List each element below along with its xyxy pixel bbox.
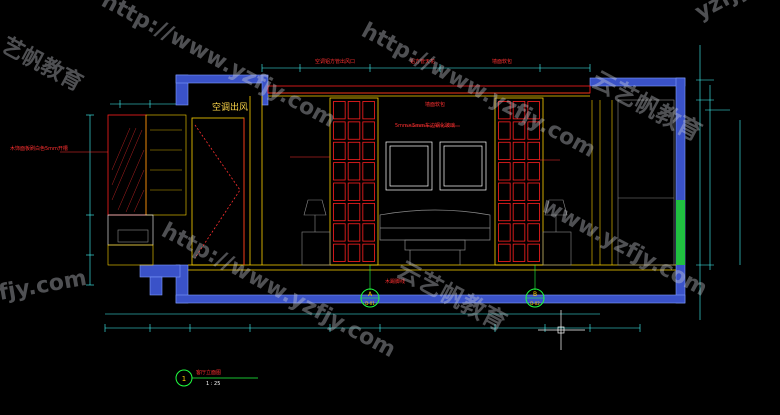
lattice-cell <box>498 243 511 262</box>
center-label-2: 5mm×5mm车边钢化玻璃 <box>395 122 455 129</box>
lattice-cell <box>333 243 346 262</box>
room-label: 空调出风 <box>212 101 248 113</box>
lattice-cell <box>512 223 526 242</box>
lattice-cell <box>362 141 375 161</box>
lattice-cell <box>362 101 375 120</box>
top-label-2: 铝方管天花 <box>410 58 435 65</box>
top-dimension-chain <box>110 64 591 108</box>
drawing-scale: 1 : 25 <box>206 381 220 387</box>
svg-text:http://www.yzfjy.com: http://www.yzfjy.com <box>97 0 339 133</box>
title-block: 1 客厅立面图 1 : 25 <box>175 369 258 387</box>
svg-text:yzfjy: yzfjy <box>691 0 754 25</box>
top-label-3: 墙面软包 <box>492 58 512 65</box>
lattice-cell <box>512 121 526 140</box>
section-marker-a: A D-01 <box>360 265 380 308</box>
lattice-cell <box>527 202 540 222</box>
bottom-dimension-chain <box>104 313 641 332</box>
watermark-layer: http://www.yzfjy.com http://www.yzfjy.co… <box>0 0 755 363</box>
lattice-cell <box>527 243 540 262</box>
lattice-cell <box>347 101 361 120</box>
lattice-cell <box>498 121 511 140</box>
svg-text:1: 1 <box>182 375 186 383</box>
lattice-cell <box>498 182 511 201</box>
svg-text:fjy.com: fjy.com <box>0 266 89 306</box>
lattice-cell <box>333 182 346 201</box>
center-label: 墙面软包 <box>425 101 445 108</box>
lattice-cell <box>347 141 361 161</box>
leader-lines <box>60 125 560 161</box>
lattice-cell <box>333 141 346 161</box>
lattice-cell <box>512 101 526 120</box>
lattice-cell <box>362 182 375 201</box>
lattice-cell <box>362 162 375 181</box>
wall-section <box>139 74 686 304</box>
right-window <box>591 99 685 266</box>
lattice-cell <box>347 223 361 242</box>
left-dimension-chain <box>86 114 94 286</box>
lattice-cell <box>512 141 526 161</box>
lattice-cell <box>527 182 540 201</box>
lattice-cell <box>512 243 526 262</box>
lattice-cell <box>333 101 346 120</box>
lattice-cell <box>362 202 375 222</box>
left-label: 木饰面板刷白色5mm开槽 <box>10 145 68 152</box>
right-lattice-panel <box>494 97 544 266</box>
lattice-cell <box>527 121 540 140</box>
lattice-cell <box>333 223 346 242</box>
left-lattice-panel <box>329 97 379 266</box>
left-cabinet <box>107 114 187 266</box>
lattice-cell <box>333 202 346 222</box>
door-frame <box>191 96 263 266</box>
lattice-cell <box>498 223 511 242</box>
lattice-cell <box>347 162 361 181</box>
lattice-cell <box>512 182 526 201</box>
svg-text:http://www.yzfjy.com: http://www.yzfjy.com <box>357 18 599 163</box>
lattice-cell <box>333 121 346 140</box>
lattice-cell <box>362 223 375 242</box>
sofa <box>379 209 491 265</box>
lattice-cell <box>498 101 511 120</box>
lattice-cell <box>498 162 511 181</box>
svg-text:A: A <box>368 291 373 298</box>
top-label-1: 空调铝方管出风口 <box>315 58 355 65</box>
lattice-cell <box>347 243 361 262</box>
svg-text:D-02: D-02 <box>530 301 540 306</box>
lattice-cell <box>347 121 361 140</box>
lattice-cell <box>512 162 526 181</box>
lattice-cell <box>333 162 346 181</box>
svg-text:B: B <box>533 291 537 298</box>
lattice-cell <box>527 162 540 181</box>
bottom-label: 木踢脚线 <box>385 278 405 285</box>
drawing-title: 客厅立面图 <box>196 369 221 376</box>
lattice-cell <box>347 182 361 201</box>
ceiling-floor-lines <box>188 85 676 271</box>
svg-text:艺帆教育: 艺帆教育 <box>0 32 87 96</box>
lattice-cell <box>498 202 511 222</box>
lattice-cell <box>362 243 375 262</box>
central-feature-wall <box>385 141 487 191</box>
right-dimension-chain <box>696 45 741 320</box>
lattice-cell <box>362 121 375 140</box>
lattice-cell <box>527 141 540 161</box>
lattice-cell <box>347 202 361 222</box>
side-tables <box>301 199 572 266</box>
crosshair-cursor <box>538 310 585 350</box>
lattice-cell <box>498 141 511 161</box>
lattice-cell <box>512 202 526 222</box>
section-marker-b: B D-02 <box>525 265 545 308</box>
lattice-cell <box>527 101 540 120</box>
lattice-cell <box>527 223 540 242</box>
svg-text:D-01: D-01 <box>365 301 375 306</box>
